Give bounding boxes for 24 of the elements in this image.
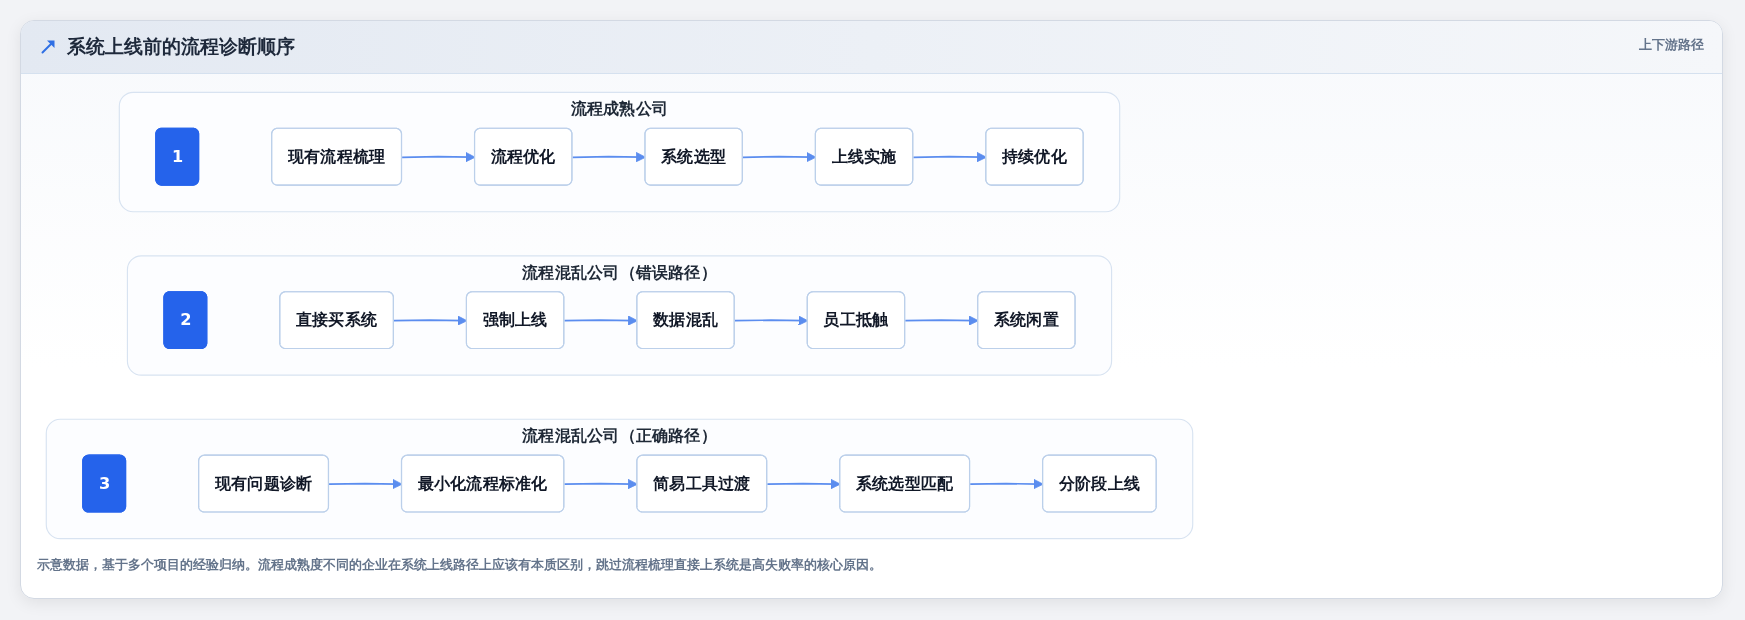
process-box: 现有问题诊断 — [198, 454, 330, 513]
process-box: 分阶段上线 — [1042, 454, 1157, 513]
process-box: 简易工具过渡 — [636, 454, 768, 513]
process-box: 最小化流程标准化 — [400, 454, 565, 513]
caption: 示意数据，基于多个项目的经验归纳。流程成熟度不同的企业在系统上线路径上应该有本质区别，跳过流程梳理直接上系统是高失败率的核心原因。 — [37, 556, 882, 574]
process-box: 直接买系统 — [279, 291, 394, 350]
process-box: 持续优化 — [985, 127, 1084, 186]
process-box: 现有流程梳理 — [271, 127, 403, 186]
process-box: 系统选型 — [644, 127, 743, 186]
row-label: 流程混乱公司（正确路径） — [522, 426, 717, 445]
number-badge: 3 — [82, 454, 127, 513]
process-box: 数据混乱 — [636, 291, 735, 350]
process-box: 强制上线 — [465, 291, 565, 350]
process-box: 员工抵触 — [806, 291, 906, 350]
process-box: 上线实施 — [814, 127, 914, 186]
number-badge: 2 — [163, 291, 208, 350]
title: 系统上线前的流程诊断顺序 — [67, 34, 295, 58]
header-label: 上下游路径 — [1639, 36, 1704, 54]
process-box: 系统选型匹配 — [839, 454, 971, 513]
process-box: 系统闲置 — [977, 291, 1076, 350]
row-label: 流程混乱公司（错误路径） — [522, 262, 717, 282]
row-label: 流程成熟公司 — [570, 99, 669, 118]
process-box: 流程优化 — [473, 127, 573, 186]
number-badge: 1 — [155, 127, 200, 186]
